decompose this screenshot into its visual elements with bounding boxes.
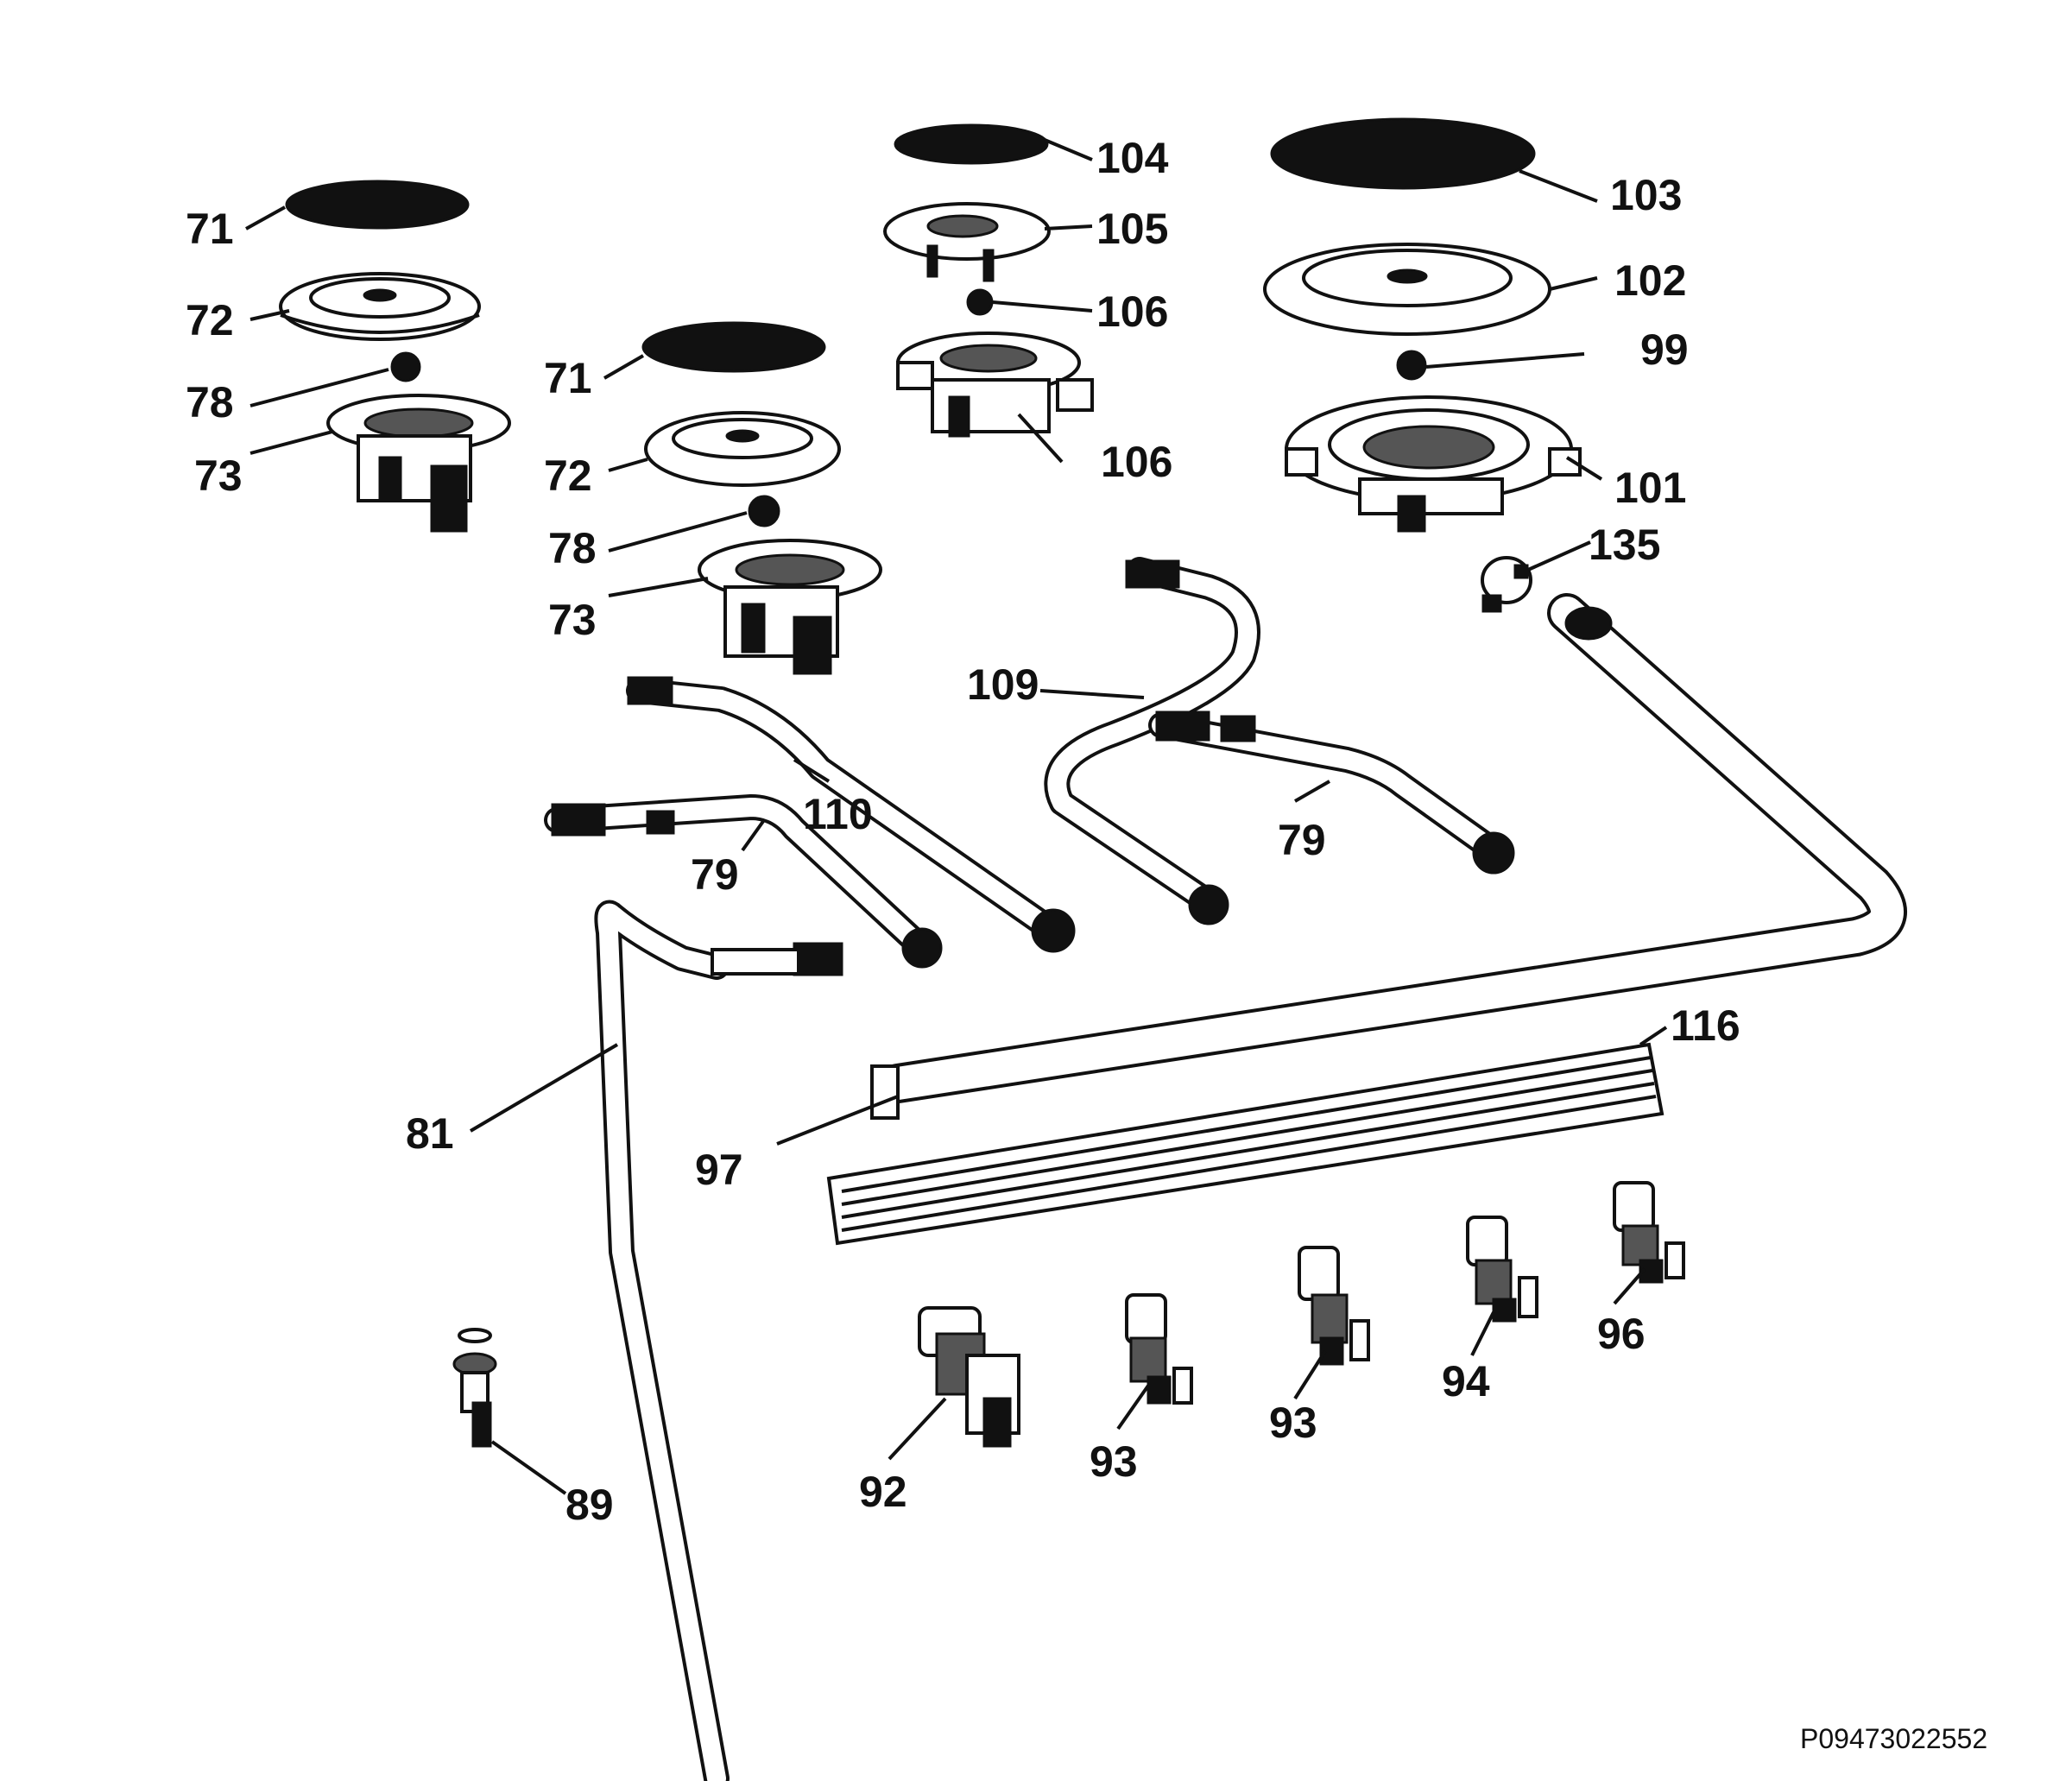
burner-body-106 bbox=[896, 332, 1094, 438]
gas-valve-93-left bbox=[1125, 1293, 1193, 1405]
label-72: 72 bbox=[186, 296, 234, 344]
part-labels: 71 72 78 73 71 72 78 73 104 105 106 106 … bbox=[186, 134, 1740, 1529]
label-79: 79 bbox=[1278, 816, 1326, 864]
label-73: 73 bbox=[194, 452, 243, 500]
label-101: 101 bbox=[1614, 464, 1686, 512]
gas-valve-92 bbox=[918, 1306, 1020, 1448]
label-104: 104 bbox=[1096, 134, 1169, 182]
label-71: 71 bbox=[544, 354, 592, 402]
label-71: 71 bbox=[186, 205, 234, 253]
gas-pipe-110 bbox=[626, 676, 1076, 953]
label-92: 92 bbox=[859, 1468, 907, 1516]
burner-head-72-left bbox=[279, 272, 481, 341]
burner-cap-104 bbox=[894, 123, 1049, 165]
label-109: 109 bbox=[967, 660, 1039, 709]
leader-lines bbox=[245, 138, 1668, 1495]
label-72: 72 bbox=[544, 452, 592, 500]
label-81: 81 bbox=[406, 1109, 454, 1158]
label-93: 93 bbox=[1090, 1437, 1138, 1486]
gas-pipe-81 bbox=[594, 900, 843, 1781]
injector-99 bbox=[1396, 350, 1427, 381]
label-93: 93 bbox=[1269, 1399, 1317, 1447]
gas-pipe-79-right bbox=[1148, 711, 1515, 875]
label-73: 73 bbox=[548, 596, 597, 644]
gas-pipe-109 bbox=[1044, 557, 1260, 925]
injector-78-left bbox=[390, 351, 421, 382]
label-102: 102 bbox=[1614, 256, 1686, 305]
gas-valve-94 bbox=[1466, 1216, 1538, 1323]
screw-89 bbox=[452, 1328, 497, 1448]
label-106: 106 bbox=[1096, 287, 1168, 336]
burner-body-73-left bbox=[326, 394, 511, 533]
connector-135 bbox=[1481, 556, 1532, 613]
label-78: 78 bbox=[186, 378, 234, 426]
injector-78-middle bbox=[748, 495, 780, 527]
label-96: 96 bbox=[1597, 1310, 1646, 1358]
burner-cap-71-left bbox=[285, 180, 470, 230]
label-110: 110 bbox=[803, 790, 873, 838]
gas-valve-93-right bbox=[1298, 1246, 1370, 1366]
burner-cap-103 bbox=[1270, 117, 1536, 190]
control-bracket-116 bbox=[826, 1042, 1665, 1246]
gas-pipe-79-left bbox=[544, 794, 943, 969]
gas-valve-96 bbox=[1613, 1181, 1685, 1284]
burner-cap-71-middle bbox=[641, 321, 826, 373]
injector-106 bbox=[966, 288, 994, 316]
label-97: 97 bbox=[695, 1146, 743, 1194]
gas-manifold-97 bbox=[870, 593, 1907, 1120]
label-94: 94 bbox=[1442, 1357, 1490, 1405]
label-116: 116 bbox=[1671, 1001, 1740, 1050]
label-78: 78 bbox=[548, 524, 597, 572]
label-99: 99 bbox=[1640, 325, 1689, 374]
label-89: 89 bbox=[565, 1481, 614, 1529]
burner-head-102 bbox=[1263, 243, 1551, 336]
label-79: 79 bbox=[691, 850, 739, 899]
burner-body-73-middle bbox=[698, 539, 882, 675]
burner-head-72-middle bbox=[644, 411, 841, 487]
label-135: 135 bbox=[1589, 521, 1660, 569]
label-106: 106 bbox=[1101, 438, 1172, 486]
label-105: 105 bbox=[1096, 205, 1168, 253]
burner-head-105 bbox=[883, 202, 1051, 282]
burner-body-101 bbox=[1285, 395, 1582, 533]
document-code: P09473022552 bbox=[1800, 1723, 1987, 1754]
label-103: 103 bbox=[1610, 171, 1682, 219]
